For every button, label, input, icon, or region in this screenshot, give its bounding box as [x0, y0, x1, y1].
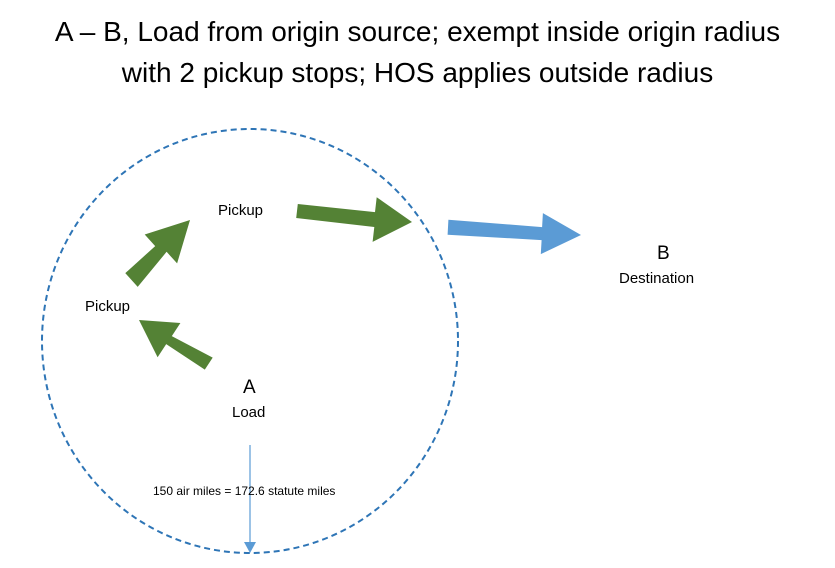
- arrow-pickup-left-to-pickup-top: [125, 220, 190, 287]
- pickup-stop-label-top: Pickup: [218, 202, 264, 219]
- diagram-title-line-1: A – B, Load from origin source; exempt i…: [54, 16, 781, 47]
- arrow-load-to-pickup-left: [139, 320, 213, 370]
- arrow-pickup-top-to-radius-edge: [296, 197, 412, 242]
- radius-caption: 150 air miles = 172.6 statute miles: [153, 484, 336, 498]
- origin-letter: A: [243, 377, 256, 398]
- destination-letter: B: [657, 243, 670, 264]
- arrow-outside-to-destination: [447, 213, 581, 255]
- origin-radius-circle: [41, 128, 459, 554]
- radius-indicator-arrowhead: [244, 542, 256, 553]
- origin-caption: Load: [232, 404, 266, 421]
- destination-caption: Destination: [619, 270, 695, 287]
- pickup-stop-label-left: Pickup: [85, 298, 131, 315]
- diagram-title-line-2: with 2 pickup stops; HOS applies outside…: [121, 57, 714, 88]
